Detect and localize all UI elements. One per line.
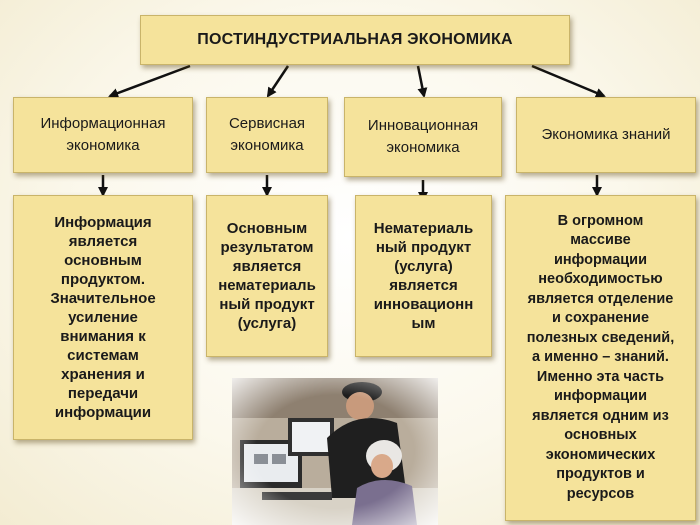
body-line: В огромном	[557, 212, 644, 229]
photo-people-at-computers	[232, 378, 438, 525]
body-line: усиление	[68, 309, 138, 326]
body-line: является	[68, 233, 138, 250]
header-line: Инновационная	[367, 117, 479, 134]
arrow-title-to-innovation	[416, 65, 428, 98]
body-line: ный продукт	[375, 239, 472, 256]
body-line: продуктов и	[556, 466, 645, 483]
body-line: Нематериаль	[373, 220, 474, 237]
body-line: является	[389, 277, 458, 294]
body-line: Основным	[226, 220, 308, 237]
body-line: продуктом.	[60, 271, 146, 288]
body-line: инновационн	[373, 296, 474, 313]
body-line: массиве	[570, 232, 631, 249]
body-line: ресурсов	[566, 485, 635, 502]
body-line: Именно эта часть	[536, 368, 665, 385]
header-line: экономика	[66, 137, 140, 154]
body-line: внимания к	[60, 328, 146, 345]
body-line: ный продукт	[219, 296, 315, 313]
body-line: системам	[67, 347, 139, 364]
arrow-title-to-service	[266, 65, 290, 98]
body-line: информации	[553, 251, 648, 268]
body-line: основных	[564, 427, 637, 444]
body-line: является одним из	[532, 407, 669, 424]
body-line: основным	[64, 252, 142, 269]
body-line: и сохранение	[551, 310, 650, 327]
body-line: ым	[411, 315, 436, 332]
body-line: необходимостью	[538, 271, 663, 288]
diagram-title-box: ПОСТИНДУСТРИАЛЬНАЯ ЭКОНОМИКА	[140, 15, 570, 65]
body-line: Информация	[54, 214, 152, 231]
body-line: (услуга)	[237, 315, 297, 332]
body-line: экономических	[545, 446, 656, 463]
body-line: полезных сведений,	[526, 329, 675, 346]
diagram-title: ПОСТИНДУСТРИАЛЬНАЯ ЭКОНОМИКА	[197, 31, 513, 48]
body-line: нематериаль	[218, 277, 316, 294]
body-information-economy: Информация является основным продуктом. …	[13, 195, 193, 440]
arrow-title-to-knowledge	[531, 64, 606, 98]
body-line: Значительное	[50, 290, 156, 307]
header-line: экономика	[386, 139, 460, 156]
header-knowledge-economy: Экономика знаний	[516, 97, 696, 173]
body-line: а именно – знаний.	[532, 349, 669, 366]
arrow-title-to-info	[108, 64, 191, 98]
body-knowledge-economy: В огромном массиве информации необходимо…	[505, 195, 696, 521]
body-line: информации	[54, 404, 152, 421]
header-information-economy: Информационная экономика	[13, 97, 193, 173]
body-line: (услуга)	[394, 258, 453, 275]
body-line: хранения и	[61, 366, 145, 383]
body-line: является отделение	[527, 290, 674, 307]
header-line: Экономика знаний	[541, 126, 671, 143]
header-line: Сервисная	[228, 115, 306, 132]
body-line: передачи	[67, 385, 139, 402]
photo-illustration	[232, 378, 438, 525]
body-service-economy: Основным результатом является нематериал…	[206, 195, 328, 357]
header-line: Информационная	[40, 115, 166, 132]
body-line: информации	[553, 388, 648, 405]
header-service-economy: Сервисная экономика	[206, 97, 328, 173]
body-line: результатом	[220, 239, 314, 256]
header-line: экономика	[230, 137, 304, 154]
header-innovation-economy: Инновационная экономика	[344, 97, 502, 177]
body-line: является	[232, 258, 302, 275]
body-innovation-economy: Нематериаль ный продукт (услуга) являетс…	[355, 195, 492, 357]
